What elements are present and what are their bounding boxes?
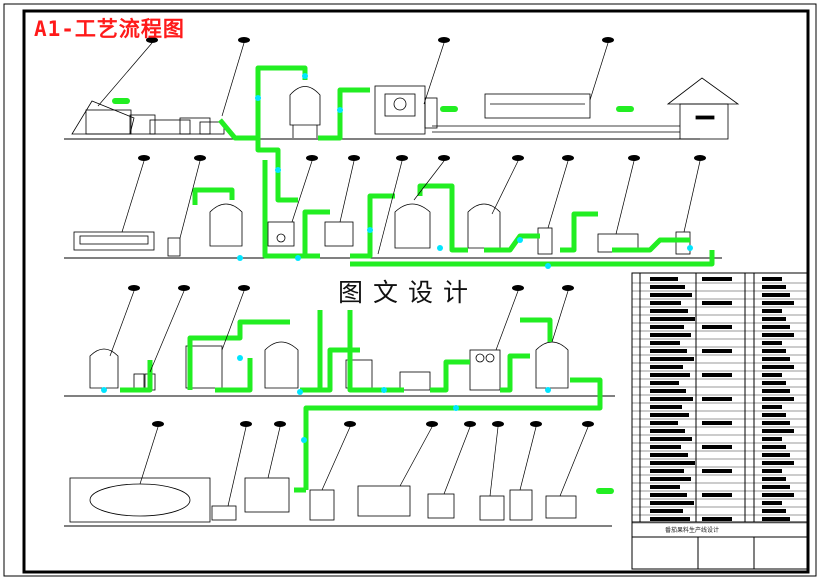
parts-row-spec	[762, 445, 786, 449]
parts-row-name	[650, 293, 692, 297]
parts-row-spec	[762, 405, 782, 409]
leader-lines	[97, 42, 701, 507]
parts-row-spec	[762, 293, 790, 297]
row-1-equipment	[71, 77, 740, 140]
parts-row-spec	[762, 501, 782, 505]
parts-row-name	[650, 373, 690, 377]
parts-row-spec	[762, 333, 794, 337]
parts-row-name	[650, 309, 688, 313]
parts-row-spec	[762, 373, 782, 377]
parts-row-name	[650, 333, 691, 337]
parts-row-name	[650, 325, 684, 329]
parts-row-spec	[762, 301, 794, 305]
parts-row-name	[650, 437, 692, 441]
parts-row-name	[650, 517, 690, 521]
parts-list-table	[631, 272, 809, 570]
sheet-border-outer	[3, 3, 817, 577]
parts-row-name	[650, 501, 694, 505]
parts-row-spec	[762, 493, 794, 497]
title-block-project: 番茄果料生产线设计	[665, 527, 720, 534]
parts-row-spec	[762, 365, 794, 369]
parts-row-name	[650, 421, 678, 425]
row-2-equipment	[73, 203, 691, 257]
parts-row-spec	[762, 285, 786, 289]
parts-row-spec	[762, 421, 790, 425]
parts-row-name	[650, 317, 695, 321]
parts-row-spec	[762, 437, 782, 441]
parts-row-spec	[762, 381, 786, 385]
parts-row-model	[702, 325, 732, 329]
parts-row-model	[702, 445, 732, 449]
parts-row-model	[702, 469, 732, 473]
parts-row-name	[650, 349, 687, 353]
parts-row-spec	[762, 517, 790, 521]
parts-row-spec	[762, 277, 782, 281]
parts-row-spec	[762, 413, 786, 417]
parts-row-spec	[762, 461, 794, 465]
parts-row-spec	[762, 429, 794, 433]
parts-row-model	[702, 277, 732, 281]
parts-row-name	[650, 341, 680, 345]
parts-row-spec	[762, 341, 782, 345]
pipe-network	[120, 65, 715, 493]
equipment-tags	[128, 37, 706, 427]
watermark: 图文设计	[338, 278, 479, 307]
parts-row-name	[650, 509, 683, 513]
row-4-equipment	[69, 477, 577, 523]
parts-row-name	[650, 429, 685, 433]
parts-row-spec	[762, 469, 782, 473]
parts-row-name	[650, 477, 691, 481]
parts-list-rows	[632, 277, 808, 524]
parts-row-spec	[762, 309, 782, 313]
parts-row-name	[650, 405, 682, 409]
parts-row-name	[650, 285, 685, 289]
parts-row-spec	[762, 349, 786, 353]
parts-row-spec	[762, 453, 790, 457]
parts-row-name	[650, 381, 679, 385]
valves	[101, 73, 693, 443]
parts-row-name	[650, 469, 684, 473]
flow-arrows	[112, 98, 634, 494]
parts-row-name	[650, 493, 687, 497]
floor-lines	[64, 138, 722, 527]
parts-row-model	[702, 397, 732, 401]
parts-row-spec	[762, 485, 790, 489]
parts-row-spec	[762, 477, 786, 481]
parts-row-name	[650, 389, 686, 393]
drawing-title: A1-工艺流程图	[34, 17, 185, 41]
parts-row-model	[702, 301, 732, 305]
parts-row-model	[702, 373, 732, 377]
parts-row-spec	[762, 357, 790, 361]
parts-row-model	[702, 493, 732, 497]
parts-row-name	[650, 485, 680, 489]
parts-row-name	[650, 357, 694, 361]
parts-row-name	[650, 461, 695, 465]
parts-row-spec	[762, 509, 786, 513]
parts-row-spec	[762, 325, 790, 329]
parts-row-name	[650, 277, 678, 281]
parts-row-spec	[762, 389, 790, 393]
parts-row-name	[650, 413, 689, 417]
parts-row-spec	[762, 317, 786, 321]
parts-row-name	[650, 453, 688, 457]
parts-row-spec	[762, 397, 794, 401]
parts-row-model	[702, 349, 732, 353]
parts-row-name	[650, 365, 683, 369]
parts-row-model	[702, 517, 732, 521]
parts-row-name	[650, 445, 681, 449]
parts-row-name	[650, 301, 681, 305]
parts-row-model	[702, 421, 732, 425]
parts-row-name	[650, 397, 693, 401]
